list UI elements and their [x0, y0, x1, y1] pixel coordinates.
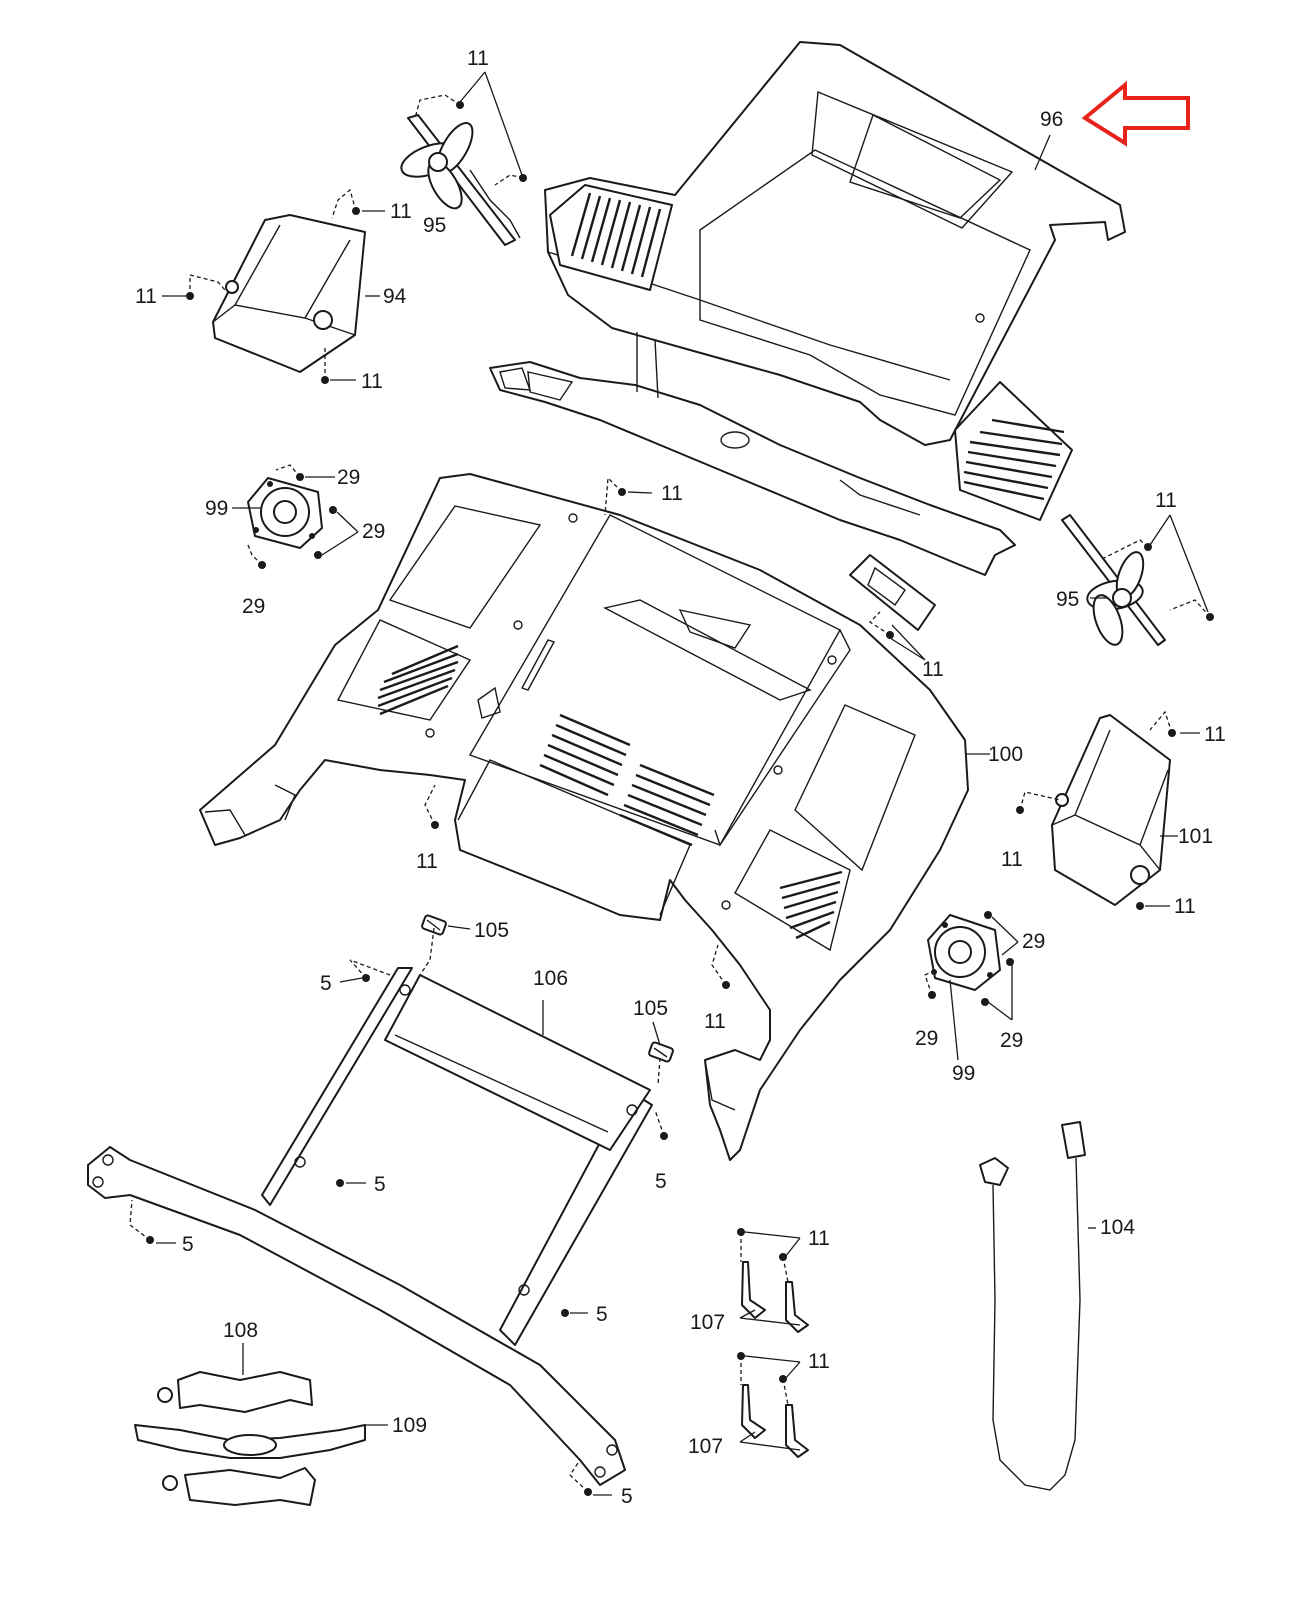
- label-11: 11: [1001, 848, 1023, 871]
- fan-part-95-right[interactable]: [1061, 514, 1166, 649]
- handrail-crossbar[interactable]: [87, 1146, 626, 1486]
- bracket-part-107-bottom[interactable]: [741, 1384, 809, 1458]
- label-11: 11: [808, 1227, 830, 1250]
- grill-lines-console-right: [779, 870, 843, 940]
- label-11: 11: [135, 285, 157, 308]
- label-11: 11: [467, 47, 489, 70]
- upright-frame[interactable]: [261, 967, 653, 1346]
- console-cover-part-96[interactable]: [544, 41, 1126, 521]
- label-105: 105: [474, 919, 509, 942]
- console-clip-right: [849, 554, 936, 631]
- label-29: 29: [1000, 1029, 1023, 1052]
- clip-part-105-b[interactable]: [648, 1041, 674, 1063]
- fan-part-95-top[interactable]: [397, 114, 521, 246]
- label-29: 29: [337, 466, 360, 489]
- label-99: 99: [205, 497, 228, 520]
- label-11: 11: [922, 658, 944, 681]
- label-11: 11: [1204, 723, 1226, 746]
- label-96: 96: [1040, 108, 1063, 131]
- highlight-arrow: [1081, 80, 1190, 147]
- label-5: 5: [655, 1170, 667, 1193]
- console-base-part-100[interactable]: [199, 473, 969, 1161]
- label-107: 107: [690, 1311, 725, 1334]
- label-108: 108: [223, 1319, 258, 1342]
- label-104: 104: [1100, 1216, 1135, 1239]
- label-11: 11: [1155, 489, 1177, 512]
- label-109: 109: [392, 1414, 427, 1437]
- clip-part-105-a[interactable]: [421, 914, 447, 936]
- callout-labels: 11 11 11 11 11 11 11 11 11 11 11 11 11 1…: [135, 47, 1226, 1508]
- cable-part-104[interactable]: [979, 1121, 1086, 1491]
- label-99: 99: [952, 1062, 975, 1085]
- label-29: 29: [242, 595, 265, 618]
- alignment-lines: [129, 94, 1211, 1493]
- speaker-part-99-right[interactable]: [927, 914, 1001, 991]
- strap-part-108[interactable]: [157, 1371, 316, 1506]
- grill-lines-right: [963, 418, 1065, 501]
- label-11: 11: [416, 850, 438, 873]
- label-11: 11: [661, 482, 683, 505]
- leader-lines: [156, 71, 1209, 1496]
- grill-lines-console-left: [377, 644, 459, 716]
- label-29: 29: [1022, 930, 1045, 953]
- label-106: 106: [533, 967, 568, 990]
- label-5: 5: [596, 1303, 608, 1326]
- cup-holder-part-94[interactable]: [212, 214, 366, 373]
- bracket-part-107-top[interactable]: [741, 1261, 809, 1333]
- label-5: 5: [621, 1485, 633, 1508]
- label-11: 11: [390, 200, 412, 223]
- label-5: 5: [374, 1173, 386, 1196]
- label-5: 5: [182, 1233, 194, 1256]
- label-11: 11: [1174, 895, 1196, 918]
- label-11: 11: [361, 370, 383, 393]
- label-107: 107: [688, 1435, 723, 1458]
- label-94: 94: [383, 285, 407, 308]
- label-105: 105: [633, 997, 668, 1020]
- label-11: 11: [704, 1010, 726, 1033]
- label-11: 11: [808, 1350, 830, 1373]
- grill-lines-console-center: [539, 713, 715, 847]
- label-95: 95: [423, 214, 446, 237]
- grill-lines-left: [570, 192, 662, 278]
- label-95: 95: [1056, 588, 1079, 611]
- label-101: 101: [1178, 825, 1213, 848]
- label-29: 29: [362, 520, 385, 543]
- cup-holder-part-101[interactable]: [1051, 714, 1171, 906]
- label-5: 5: [320, 972, 332, 995]
- strap-part-109[interactable]: [134, 1424, 366, 1459]
- console-crossbar: [489, 332, 1016, 576]
- label-29: 29: [915, 1027, 938, 1050]
- speaker-part-99-left[interactable]: [247, 477, 323, 549]
- label-100: 100: [988, 743, 1023, 766]
